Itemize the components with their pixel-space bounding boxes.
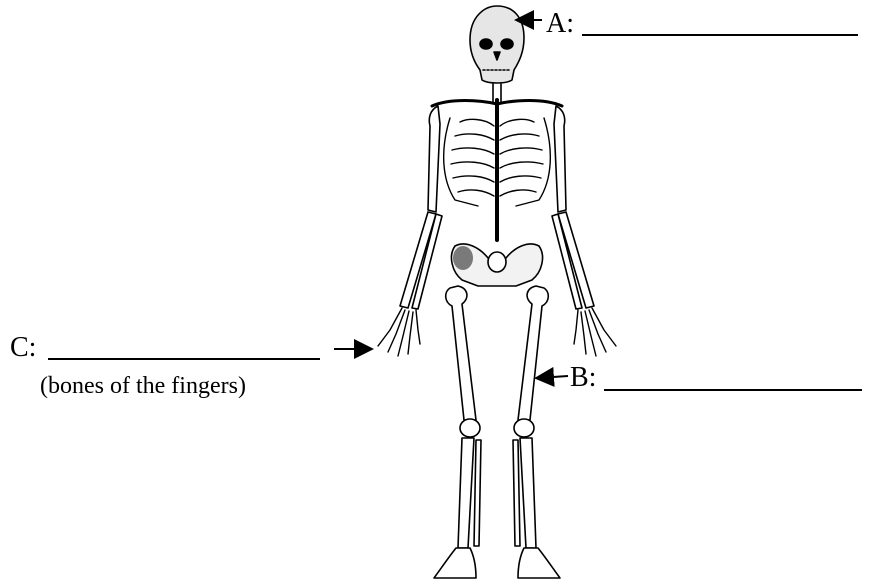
right-hand [574, 308, 616, 356]
right-foot [518, 548, 560, 578]
left-arm [400, 106, 442, 309]
skull [470, 6, 524, 83]
right-arm [552, 106, 594, 309]
right-femur [518, 286, 548, 420]
left-femur [446, 286, 476, 420]
right-lower-leg [513, 438, 536, 548]
left-hand [378, 308, 420, 356]
right-patella [514, 419, 534, 437]
left-foot [434, 548, 476, 578]
label-a: A: [546, 10, 574, 38]
answer-blank-a[interactable] [582, 34, 858, 36]
label-c-hint: (bones of the fingers) [40, 374, 246, 398]
label-c: C: [10, 334, 36, 362]
left-patella [460, 419, 480, 437]
left-lower-leg [458, 438, 481, 548]
answer-blank-c[interactable] [48, 358, 320, 360]
skeleton-figure [378, 6, 616, 578]
label-b: B: [570, 364, 596, 392]
pelvis [451, 244, 542, 286]
answer-blank-b[interactable] [604, 389, 862, 391]
arrow-b [538, 376, 568, 378]
